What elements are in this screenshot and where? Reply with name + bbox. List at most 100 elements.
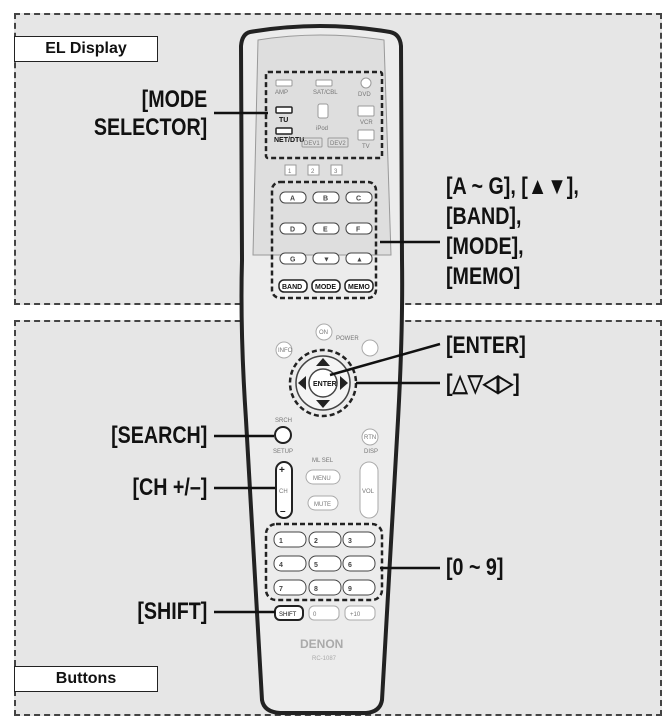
number-key-label: 3 <box>348 538 352 545</box>
mode-selector-line2: SELECTOR] <box>93 114 207 141</box>
page-2[interactable]: 2 <box>311 169 315 175</box>
letter-key-label: B <box>323 196 328 203</box>
src-tv[interactable]: TV <box>362 144 370 150</box>
mode-selector-area: AMP SAT/CBL DVD TU iPod VCR NET/DTU DEV1… <box>264 70 384 160</box>
number-key-label: 9 <box>348 586 352 593</box>
zero-key-label[interactable]: 0 <box>313 612 317 618</box>
info-label[interactable]: INFO <box>278 348 293 354</box>
number-key-block: 1 2 3 4 5 6 7 8 9 <box>264 522 384 602</box>
mode-key-label: MODE <box>315 284 336 291</box>
mode-selector-line1: [MODE <box>141 86 207 113</box>
letter-key-label: ▲ <box>356 257 363 264</box>
number-key[interactable] <box>308 555 342 572</box>
number-key[interactable] <box>342 531 376 548</box>
buttons-tag: Buttons <box>14 666 158 692</box>
mode-key[interactable] <box>311 279 341 293</box>
src-ipod[interactable]: iPod <box>316 126 328 132</box>
letter-key[interactable] <box>345 222 373 235</box>
search-key-label[interactable]: SRCH <box>275 418 292 424</box>
letter-key-block: A B C D E F G ▼ ▲ BAND MODE MEMO <box>270 180 378 300</box>
number-key-label: 2 <box>314 538 318 545</box>
cursor-left-icon[interactable] <box>298 376 306 390</box>
search-callout: [SEARCH] <box>110 422 207 449</box>
mlsel-label: ML SEL <box>312 458 334 464</box>
letter-key[interactable] <box>279 191 307 204</box>
page-3[interactable]: 3 <box>334 169 338 175</box>
src-vcr[interactable]: VCR <box>360 120 373 126</box>
ch-callout: [CH +/–] <box>132 474 207 501</box>
src-net[interactable]: NET/DTU <box>274 137 304 144</box>
el-display-tag: EL Display <box>14 36 158 62</box>
shift-key-label[interactable]: SHIFT <box>279 612 297 618</box>
enter-callout: [ENTER] <box>446 332 526 359</box>
ag-line1: [A ~ G], [▲▼], <box>446 173 579 200</box>
mode-key-label: MEMO <box>348 284 370 291</box>
letter-key[interactable] <box>279 222 307 235</box>
mode-selector-callout: [MODE SELECTOR] <box>94 86 207 142</box>
letter-key[interactable] <box>279 252 307 265</box>
number-key-label: 8 <box>314 586 318 593</box>
number-key[interactable] <box>342 579 376 596</box>
number-key[interactable] <box>308 579 342 596</box>
src-dev1[interactable]: DEV1 <box>304 141 320 147</box>
page-1[interactable]: 1 <box>288 169 292 175</box>
src-dvd[interactable]: DVD <box>358 92 371 98</box>
cursor-callout: [△▽◁▷] <box>446 370 520 397</box>
letter-key-label: E <box>323 227 328 234</box>
letter-key[interactable] <box>312 191 340 204</box>
brand-logo: DENON <box>300 637 343 651</box>
letter-key[interactable] <box>312 252 340 265</box>
cursor-down-icon[interactable] <box>316 400 330 408</box>
ag-line3: [MODE], <box>446 233 524 260</box>
letter-key-label: D <box>290 227 295 234</box>
menu-label[interactable]: MENU <box>313 476 331 482</box>
letter-key[interactable] <box>345 252 373 265</box>
number-key-label: 1 <box>279 538 283 545</box>
leader-lines <box>214 111 441 614</box>
letter-keys-callout: [A ~ G], [▲▼], [BAND], [MODE], [MEMO] <box>446 172 579 292</box>
mode-key[interactable] <box>278 279 308 293</box>
number-key[interactable] <box>273 555 307 572</box>
shift-callout: [SHIFT] <box>137 598 207 625</box>
src-dev2[interactable]: DEV2 <box>330 141 346 147</box>
cursor-right-icon[interactable] <box>340 376 348 390</box>
on-label: ON <box>319 330 328 336</box>
page-number-keys: 1 2 3 <box>284 164 343 176</box>
letter-key[interactable] <box>312 222 340 235</box>
vol-label: VOL <box>362 489 375 495</box>
svg-text:–: – <box>280 506 286 517</box>
letter-key-label: C <box>356 196 361 203</box>
mode-key[interactable] <box>344 279 374 293</box>
number-key[interactable] <box>342 555 376 572</box>
model-label: RC-1087 <box>312 656 337 662</box>
power-label: POWER <box>336 336 359 342</box>
numbers-callout: [0 ~ 9] <box>446 554 504 581</box>
letter-key-label: ▼ <box>323 257 330 264</box>
number-key-label: 5 <box>314 562 318 569</box>
letter-key-label: G <box>290 257 296 264</box>
letter-key-label: F <box>356 227 361 234</box>
src-amp[interactable]: AMP <box>275 90 288 96</box>
src-sat[interactable]: SAT/CBL <box>313 90 338 96</box>
cursor-up-icon[interactable] <box>316 358 330 366</box>
mode-key-label: BAND <box>282 284 302 291</box>
number-key[interactable] <box>308 531 342 548</box>
plus10-key-label[interactable]: +10 <box>350 612 361 618</box>
disp-label: DISP <box>364 449 378 455</box>
enter-key-label[interactable]: ENTER <box>313 381 337 388</box>
number-key[interactable] <box>273 531 307 548</box>
src-tu[interactable]: TU <box>279 117 288 124</box>
ch-label: CH <box>279 489 288 495</box>
ag-line4: [MEMO] <box>446 263 521 290</box>
number-key-label: 7 <box>279 586 283 593</box>
mute-label[interactable]: MUTE <box>314 502 331 508</box>
setup-label: SETUP <box>273 449 293 455</box>
number-key-label: 4 <box>279 562 283 569</box>
cursor-pad: ENTER <box>288 348 358 418</box>
rtn-label[interactable]: RTN <box>364 435 376 441</box>
letter-key[interactable] <box>345 191 373 204</box>
number-key-label: 6 <box>348 562 352 569</box>
letter-key-label: A <box>290 196 295 203</box>
number-key[interactable] <box>273 579 307 596</box>
